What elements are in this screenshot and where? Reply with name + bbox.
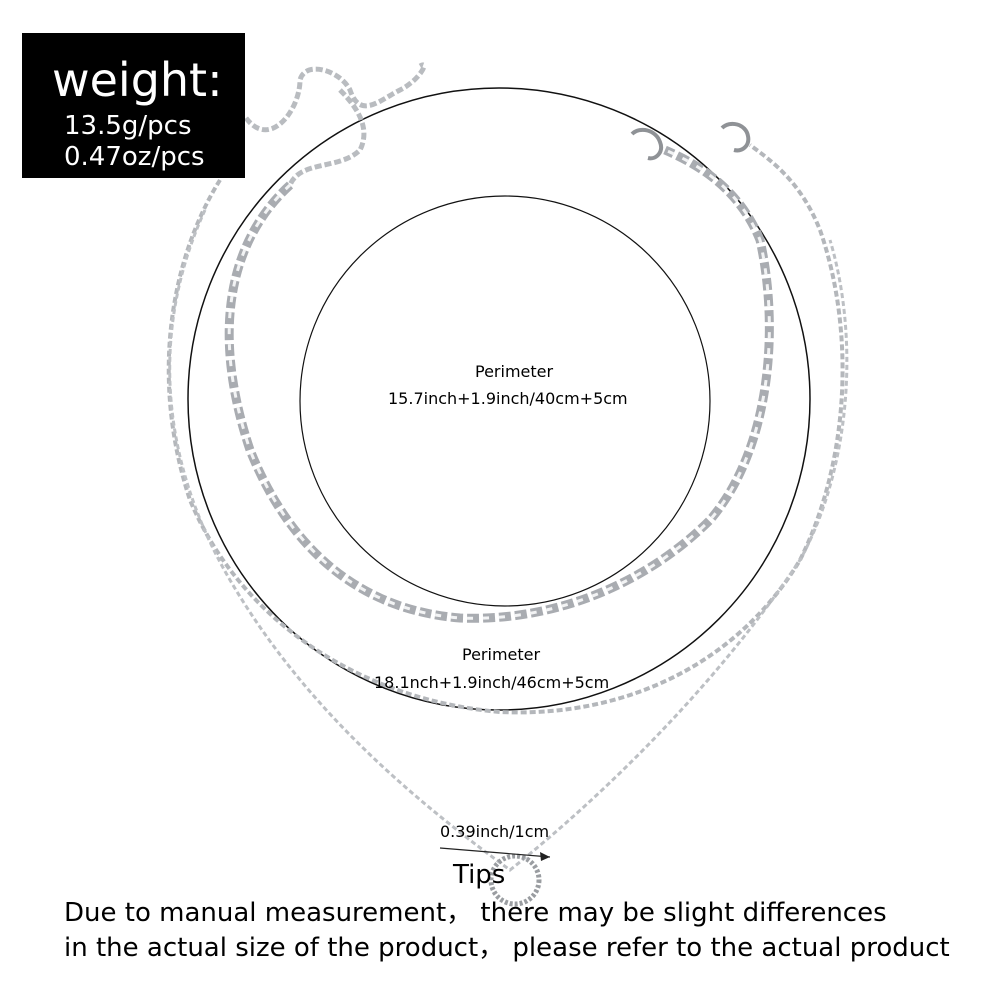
pendant-ring [488,853,542,907]
outer-perimeter-label: Perimeter [462,645,541,664]
weight-ounces: 0.47oz/pcs [64,142,205,172]
extender-chain [244,62,427,133]
outer-perimeter-value: 18.1nch+1.9inch/46cm+5cm [374,673,610,692]
extender-chain-2 [287,88,367,187]
weight-grams: 13.5g/pcs [64,111,192,141]
lobster-clasp [630,127,663,161]
middle-chain [166,143,845,715]
lobster-clasp-2 [720,121,751,153]
inner-perimeter-value: 15.7inch+1.9inch/40cm+5cm [388,389,628,408]
inner-perimeter-circle [299,195,711,607]
figaro-chain [224,145,774,623]
weight-title: weight: [52,53,223,107]
tips-title: Tips [453,860,506,890]
weight-badge: weight: 13.5g/pcs 0.47oz/pcs [22,33,245,178]
inner-perimeter-label: Perimeter [475,362,554,381]
tips-line-1: Due to manual measurement， there may be … [64,898,887,928]
pendant-size-line [439,847,551,858]
pendant-size-label: 0.39inch/1cm [440,822,550,841]
pendant-chain [168,209,849,872]
tips-line-2: in the actual size of the product， pleas… [64,933,950,963]
